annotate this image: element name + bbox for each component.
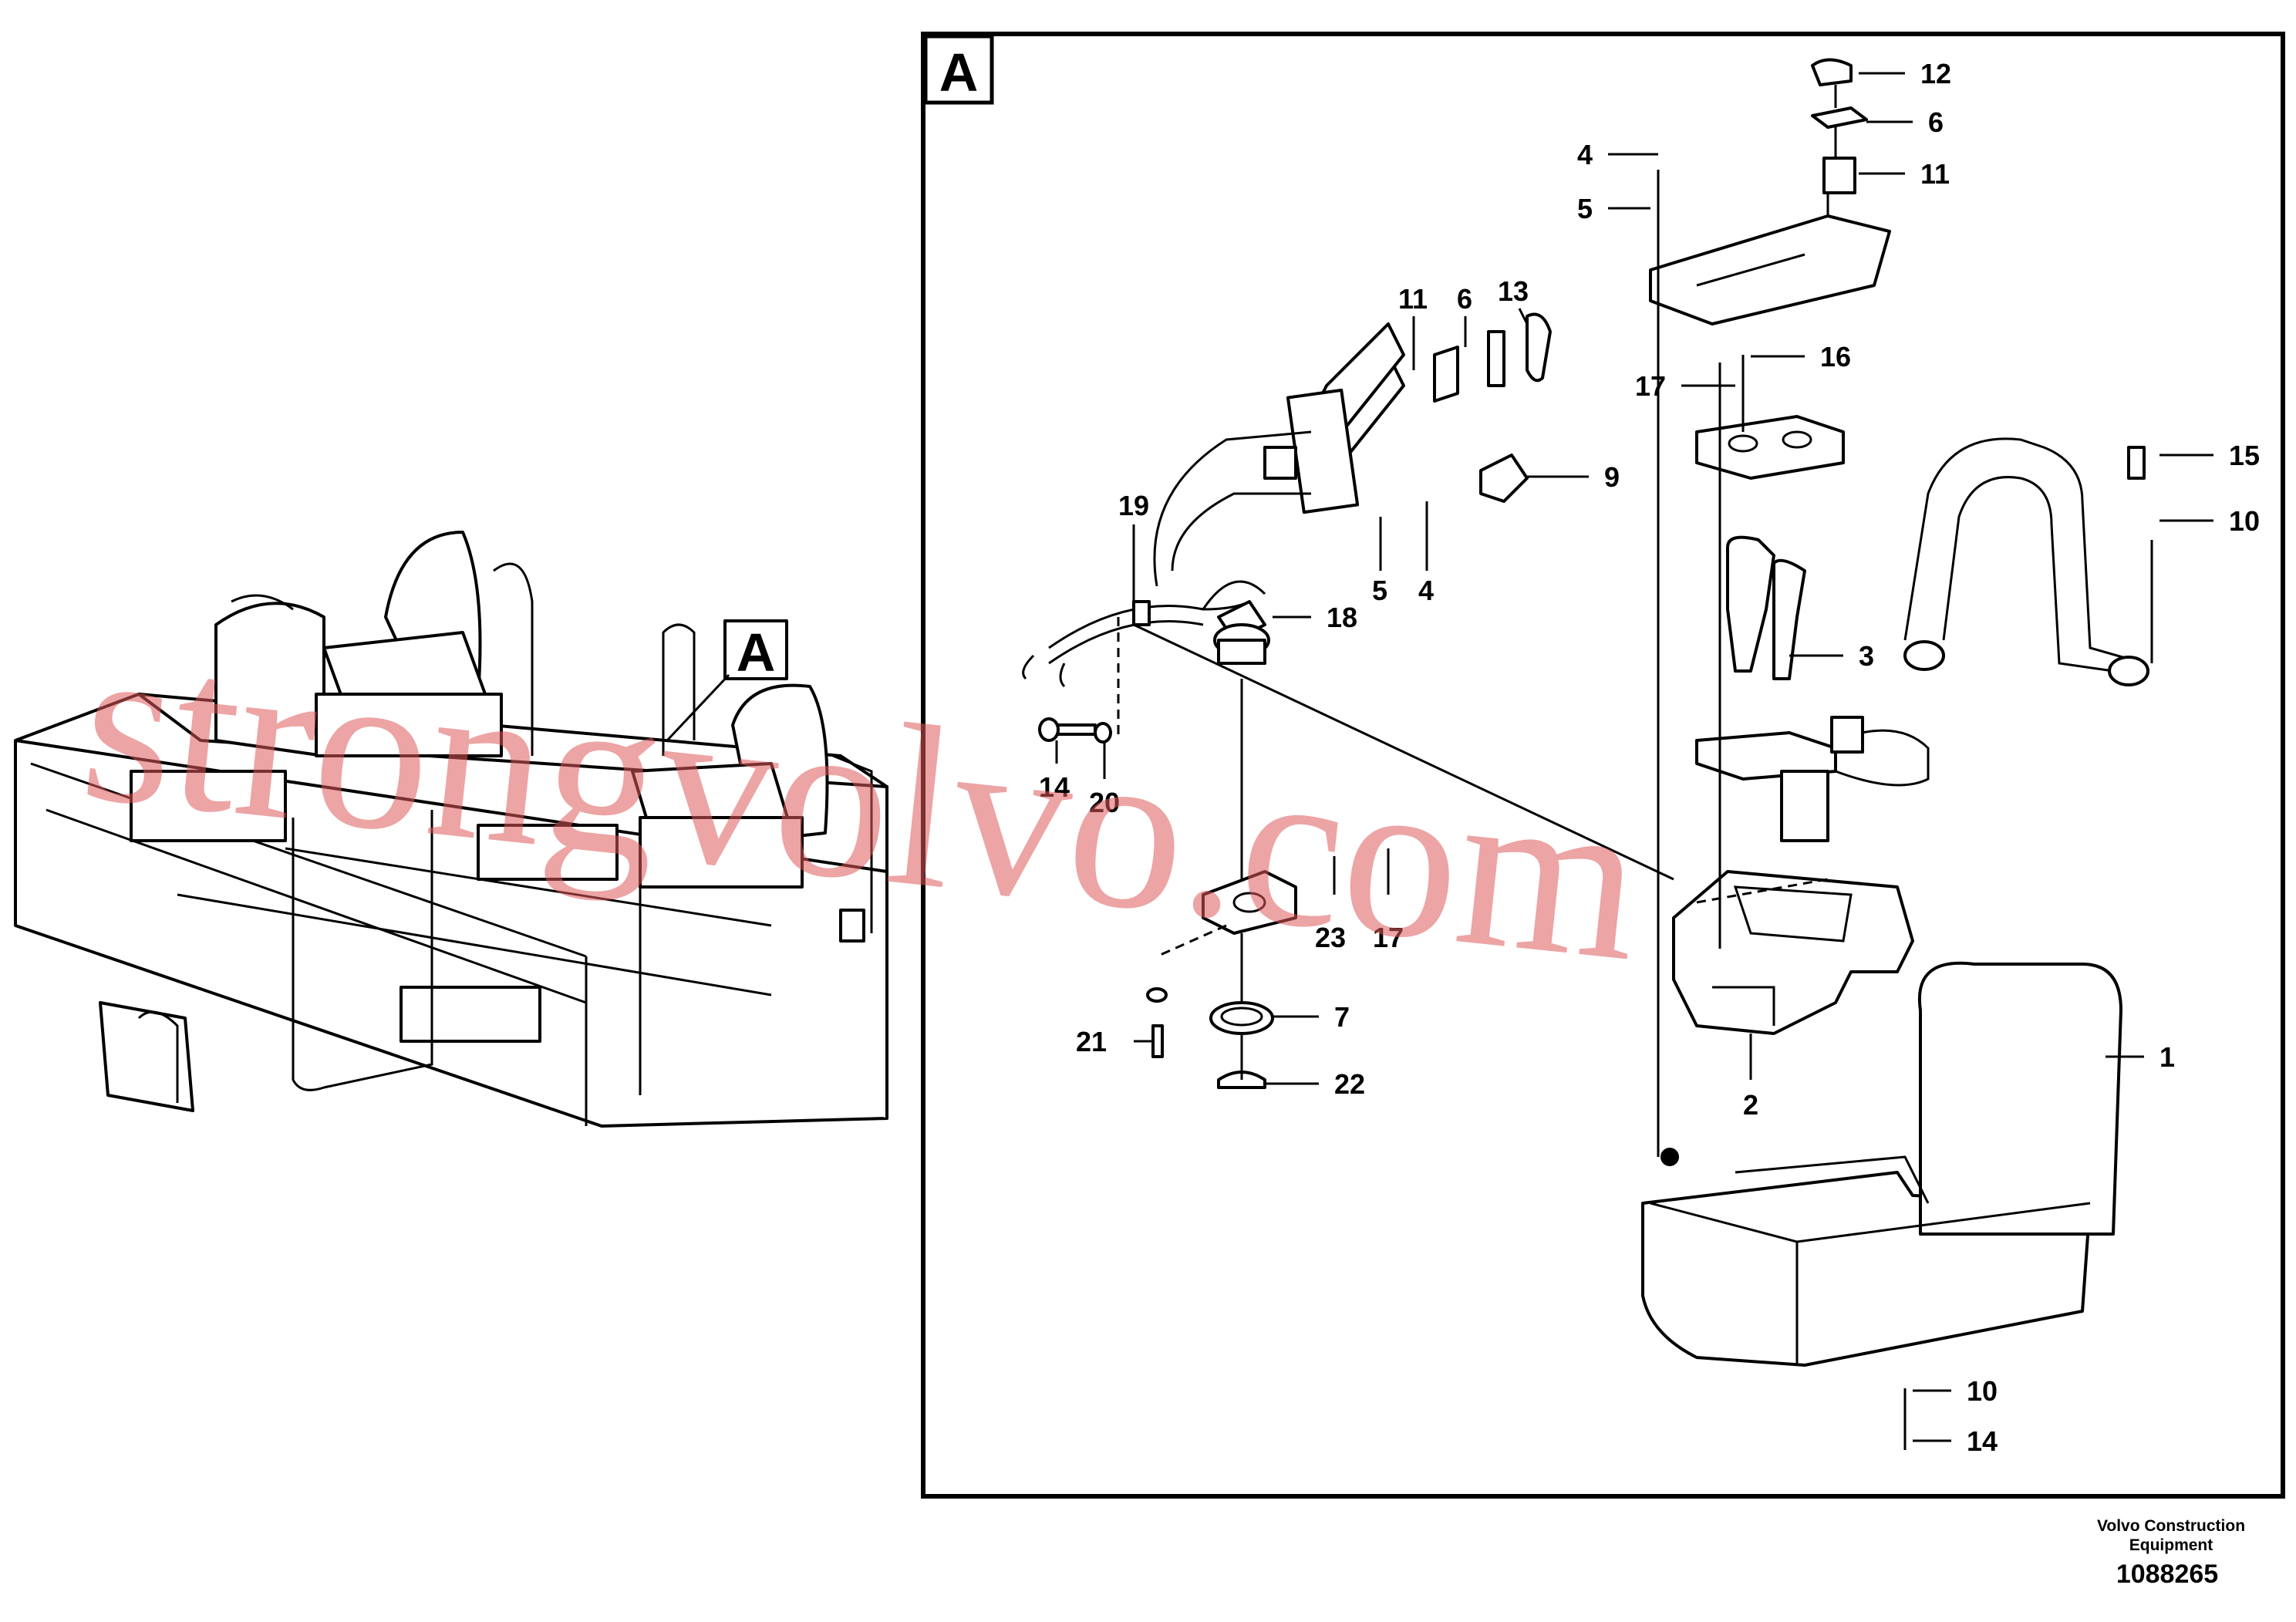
- callout-16: 16: [1820, 341, 1851, 373]
- switch-panel: [1263, 312, 1552, 514]
- callout-6: 6: [1928, 106, 1944, 138]
- callout-1: 1: [2159, 1041, 2175, 1073]
- guard-bar: [1903, 437, 2149, 686]
- footer-company-line2: Equipment: [2129, 1536, 2213, 1554]
- callout-4-top: 4: [1577, 139, 1593, 170]
- overview-view-marker: A: [737, 622, 776, 683]
- mounting-plate: [1695, 415, 1845, 480]
- callout-7: 7: [1334, 1001, 1350, 1033]
- detail-view-a: A: [921, 32, 2285, 1499]
- callout-15: 15: [2229, 440, 2260, 471]
- callout-10-top: 10: [2229, 505, 2260, 537]
- callout-11: 11: [1920, 158, 1950, 190]
- callout-23: 23: [1315, 922, 1346, 953]
- callout-11-left: 11: [1398, 283, 1428, 315]
- footer-company-line1: Volvo Construction: [2097, 1517, 2245, 1535]
- callout-9: 9: [1604, 461, 1620, 493]
- console-cover: [1641, 961, 2122, 1367]
- callout-13: 13: [1498, 275, 1529, 307]
- callout-17-bottom: 17: [1373, 922, 1404, 953]
- console-bracket: [1672, 870, 1914, 1035]
- callout-5-mid: 5: [1372, 575, 1387, 606]
- switch: [1822, 157, 1856, 194]
- cap: [1811, 58, 1853, 86]
- callout-22: 22: [1334, 1068, 1365, 1100]
- footer: Volvo Construction Equipment 1088265: [2097, 1517, 2245, 1589]
- callout-14-left: 14: [1039, 771, 1070, 803]
- callout-21: 21: [1076, 1026, 1107, 1057]
- drawing-number: 1088265: [2116, 1560, 2218, 1589]
- callout-17-top: 17: [1635, 370, 1666, 402]
- callout-6-left: 6: [1457, 283, 1472, 315]
- callout-19: 19: [1118, 490, 1149, 521]
- callout-12: 12: [1920, 58, 1951, 89]
- flange: [1146, 870, 1297, 1089]
- callout-4-mid: 4: [1418, 575, 1434, 606]
- callouts: 12 6 11 4 5 11 6 13 9 19 18 5 4: [1039, 58, 2260, 1457]
- machine-overview: A: [14, 531, 888, 1128]
- detail-view-label: A: [939, 42, 979, 103]
- gasket: [1811, 106, 1868, 129]
- top-plate: [1649, 214, 1891, 325]
- joystick: [1695, 535, 1930, 842]
- wiring-harness: [1022, 430, 1312, 688]
- callout-14-bottom: 14: [1967, 1425, 1998, 1457]
- callout-18: 18: [1327, 602, 1357, 633]
- callout-3: 3: [1859, 640, 1874, 672]
- callout-5-top: 5: [1577, 193, 1593, 224]
- callout-20: 20: [1089, 787, 1120, 818]
- callout-2: 2: [1743, 1089, 1758, 1121]
- callout-10-bottom: 10: [1967, 1375, 1998, 1407]
